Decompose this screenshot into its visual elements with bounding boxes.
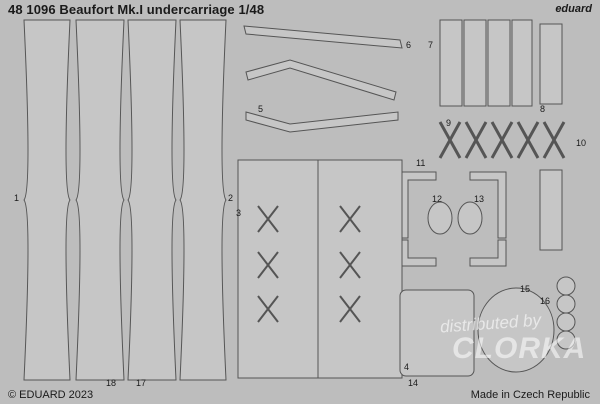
frame-part-7b xyxy=(463,19,487,107)
part-number: 7 xyxy=(428,40,434,50)
part-number: 12 xyxy=(432,194,443,204)
ring-part-11c xyxy=(399,239,437,267)
bracket-part-8b xyxy=(539,169,563,251)
frame-part-7d xyxy=(511,19,533,107)
part-number: 14 xyxy=(408,378,419,388)
part-number: 4 xyxy=(404,362,410,372)
part-number: 18 xyxy=(106,378,117,388)
door-strip-3 xyxy=(127,19,177,381)
bracket-part-8a xyxy=(539,23,563,105)
door-strip-1 xyxy=(23,19,71,381)
part-number: 11 xyxy=(416,158,426,168)
part-number: 15 xyxy=(520,284,531,294)
part-number: 8 xyxy=(540,104,546,114)
door-panel-4 xyxy=(317,159,403,379)
part-number: 10 xyxy=(576,138,587,148)
part-number: 17 xyxy=(136,378,147,388)
part-number: 1 xyxy=(14,193,20,203)
part-number: 6 xyxy=(406,40,412,50)
part-number: 2 xyxy=(228,193,234,203)
part-number: 13 xyxy=(474,194,485,204)
frame-part-7c xyxy=(487,19,511,107)
box-part-14 xyxy=(399,289,475,377)
fret-title: 48 1096 Beaufort Mk.I undercarriage 1/48 xyxy=(8,2,265,17)
part-number: 5 xyxy=(258,104,264,114)
frame-part-7a xyxy=(439,19,463,107)
oval-part-15 xyxy=(477,287,555,373)
part-number: 3 xyxy=(236,208,242,218)
strut-part-5b xyxy=(245,111,399,133)
strut-part-5 xyxy=(245,59,397,101)
ring-part-11b xyxy=(469,171,507,239)
strut-part-6 xyxy=(243,25,403,49)
cross-parts-9 xyxy=(438,121,566,159)
copyright-text: © EDUARD 2023 xyxy=(8,389,94,401)
door-panel-crosses xyxy=(257,205,361,323)
part-number: 9 xyxy=(446,118,452,128)
door-panel-3 xyxy=(237,159,323,379)
chain-parts-16 xyxy=(556,276,576,350)
disc-part-12 xyxy=(427,201,453,235)
watermark-line-2: CLORKA xyxy=(452,332,587,365)
origin-text: Made in Czech Republic xyxy=(470,389,590,401)
part-number: 16 xyxy=(540,296,551,306)
door-strip-4 xyxy=(179,19,227,381)
ring-part-11d xyxy=(469,239,507,267)
disc-part-13 xyxy=(457,201,483,235)
door-strip-2 xyxy=(75,19,125,381)
brand-logo: eduard xyxy=(555,3,592,15)
